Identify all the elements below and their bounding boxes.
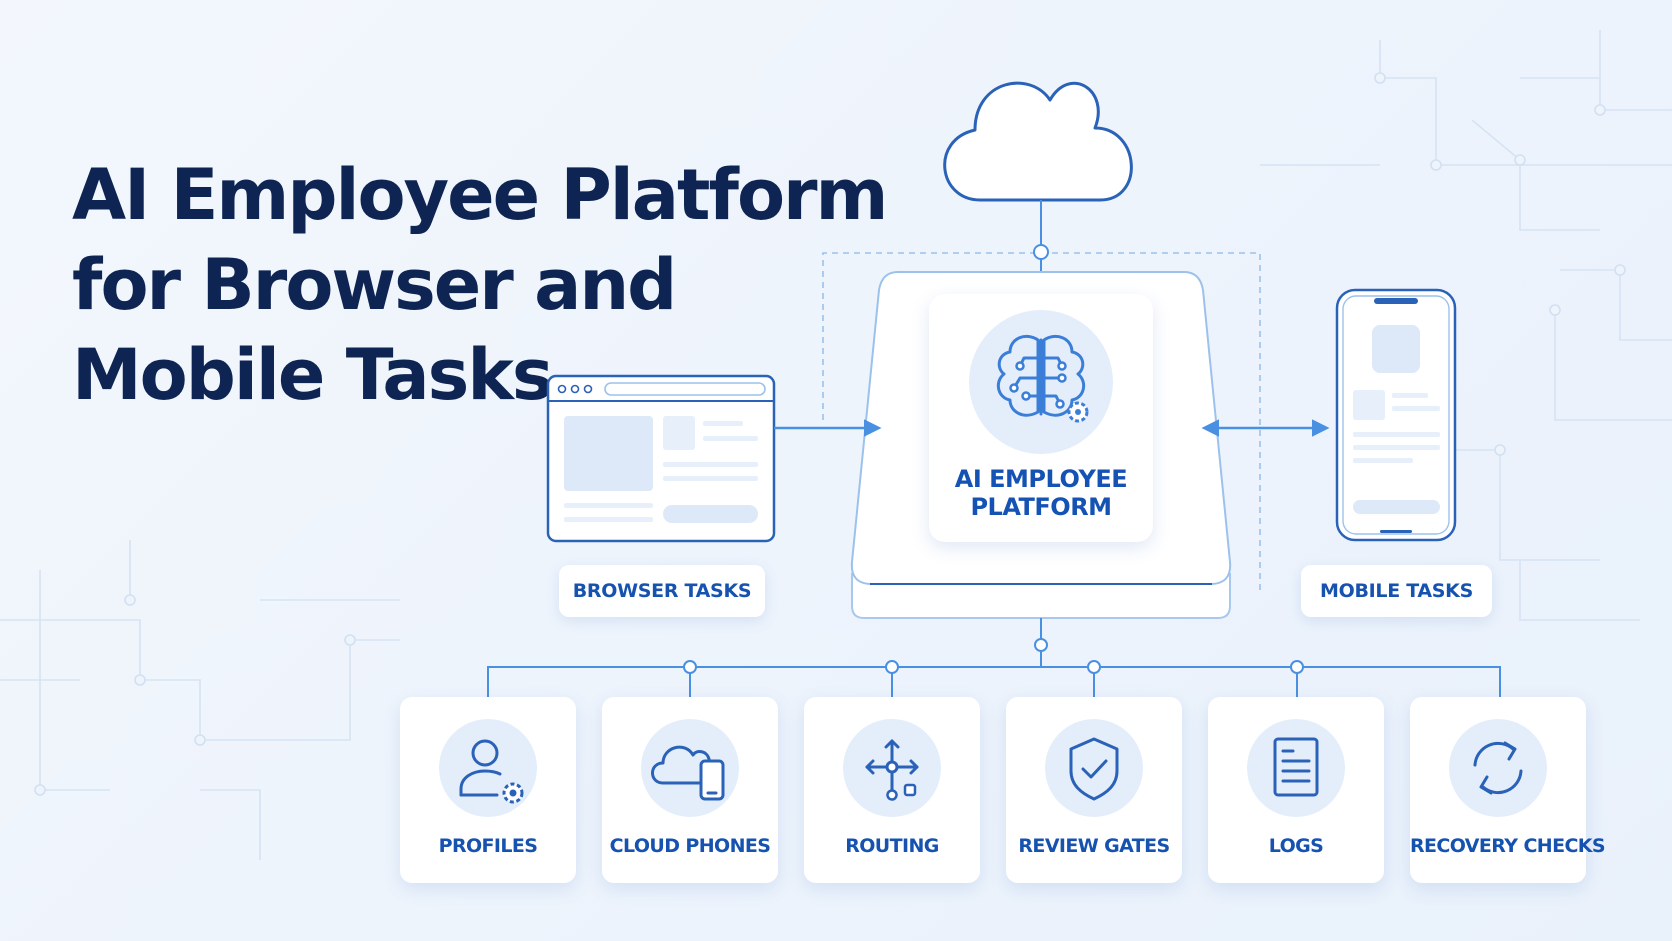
page-title: AI Employee Platform for Browser and Mob… — [72, 150, 889, 420]
routing-arrows-icon — [865, 739, 919, 801]
cloud-phone-icon — [651, 745, 725, 801]
platform-label-line-2: PLATFORM — [970, 493, 1112, 521]
document-list-icon — [1273, 737, 1319, 797]
cloud-icon — [943, 81, 1133, 202]
module-card-routing: ROUTING — [804, 697, 980, 883]
user-gear-icon — [459, 739, 524, 804]
title-line-2: for Browser and — [72, 244, 677, 326]
platform-label-line-1: AI EMPLOYEE — [954, 465, 1128, 493]
module-card-cloud-phones: CLOUD PHONES — [602, 697, 778, 883]
cloud-connector-node — [1033, 244, 1049, 260]
module-label: PROFILES — [438, 835, 538, 857]
shield-check-icon — [1069, 737, 1119, 801]
module-label: REVIEW GATES — [1018, 835, 1170, 857]
platform-label: AI EMPLOYEE PLATFORM — [929, 465, 1153, 521]
module-connector-bus — [487, 618, 1501, 697]
browser-window-icon — [546, 374, 776, 543]
title-line-3: Mobile Tasks — [72, 334, 554, 416]
mobile-tasks-label: MOBILE TASKS — [1301, 565, 1492, 617]
refresh-icon — [1473, 741, 1523, 795]
module-label: ROUTING — [845, 835, 939, 857]
module-card-recovery-checks: RECOVERY CHECKS — [1410, 697, 1606, 883]
title-line-1: AI Employee Platform — [72, 154, 889, 236]
brain-gear-icon — [969, 310, 1113, 454]
module-label: LOGS — [1268, 835, 1324, 857]
module-label: RECOVERY CHECKS — [1410, 835, 1606, 857]
smartphone-icon — [1335, 288, 1457, 542]
module-card-logs: LOGS — [1208, 697, 1384, 883]
module-card-profiles: PROFILES — [400, 697, 576, 883]
module-card-review-gates: REVIEW GATES — [1006, 697, 1182, 883]
browser-tasks-label: BROWSER TASKS — [559, 565, 765, 617]
module-connector-nodes — [683, 638, 1304, 674]
module-label: CLOUD PHONES — [609, 835, 771, 857]
